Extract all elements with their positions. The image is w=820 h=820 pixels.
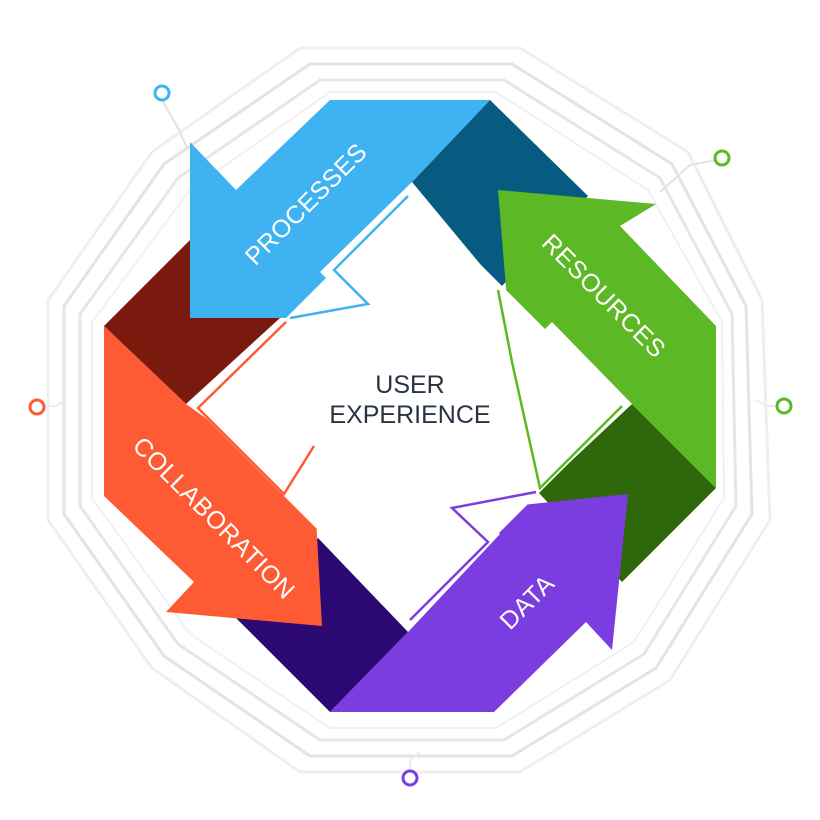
- outer-frame-line: [91, 91, 725, 729]
- arrow-resources: [498, 190, 716, 488]
- outer-frame-line: [78, 78, 738, 742]
- center-shape: [196, 194, 624, 622]
- outer-frame: [46, 46, 772, 774]
- connector-line: [44, 399, 67, 407]
- marker-circle: [713, 149, 731, 167]
- center-outline-blue: [289, 195, 409, 320]
- arrow-data: [330, 494, 628, 712]
- outer-frame-line: [62, 62, 754, 758]
- marker-circle: [401, 769, 419, 787]
- outer-frame-line: [46, 46, 772, 774]
- connector-line: [161, 99, 189, 151]
- arrow-collaboration: [104, 326, 322, 626]
- connector-line: [409, 751, 421, 770]
- markers: [28, 84, 793, 787]
- marker-circle: [775, 397, 793, 415]
- arrow-processes: [190, 100, 490, 318]
- center-label-line2: EXPERIENCE: [329, 401, 490, 429]
- center-label-line1: USER: [375, 371, 444, 399]
- arrows: [104, 100, 716, 712]
- marker-circle: [153, 84, 171, 102]
- center-outline-purple: [409, 490, 537, 621]
- connector-line: [755, 399, 776, 407]
- marker-circle: [28, 398, 46, 416]
- center-outline-orange: [196, 321, 316, 496]
- connectors: [44, 99, 776, 770]
- center-diamond: USER EXPERIENCE: [196, 194, 624, 622]
- connector-line: [659, 159, 717, 193]
- center-outline-green: [496, 289, 623, 491]
